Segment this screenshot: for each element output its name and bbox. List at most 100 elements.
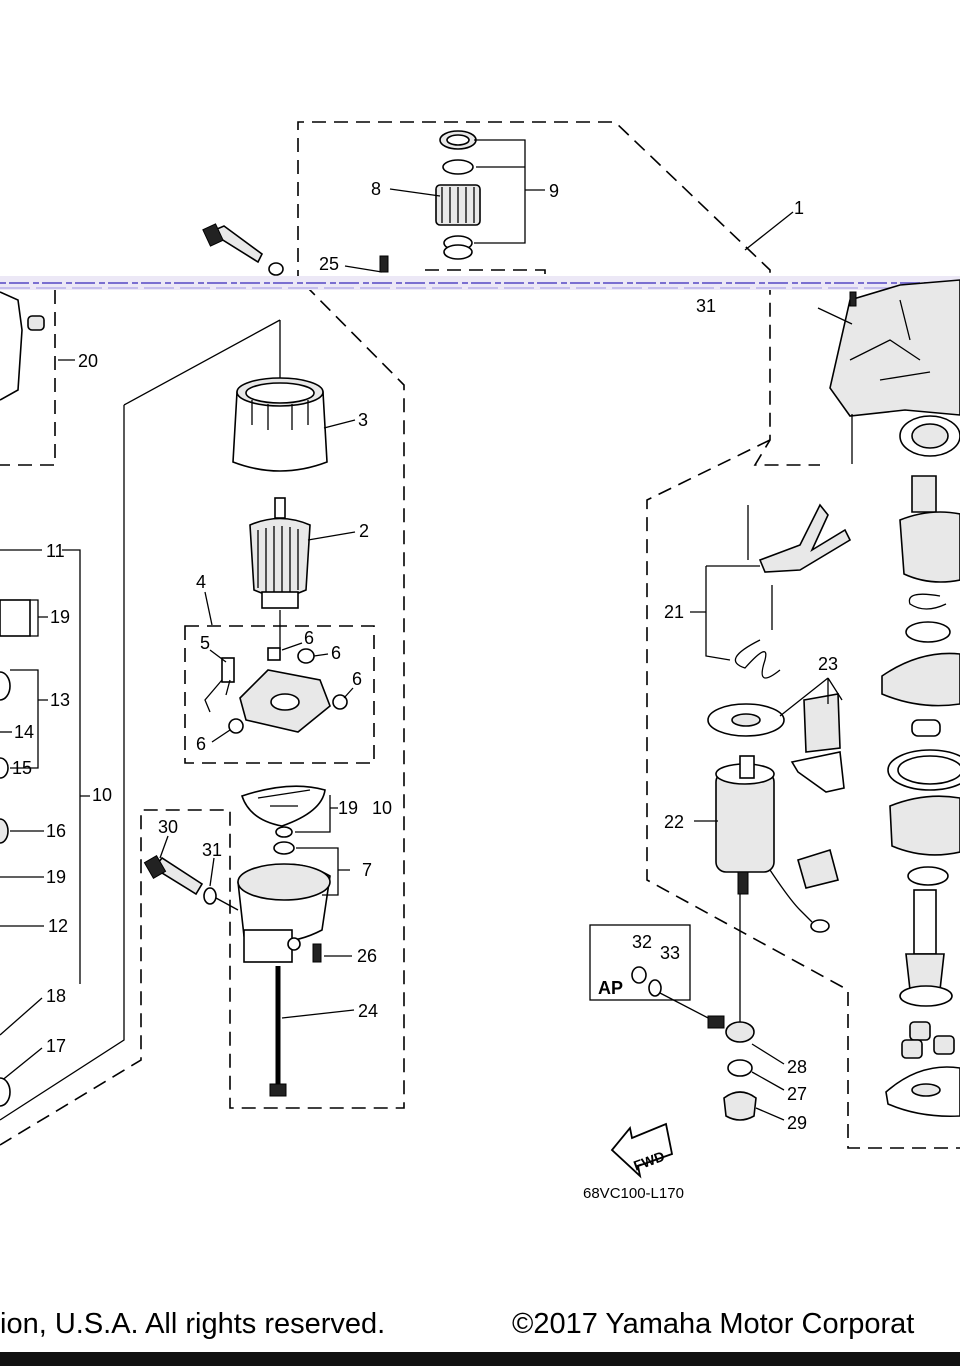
yoke-slots bbox=[251, 400, 309, 430]
ap-box bbox=[589, 924, 691, 1001]
callout-19a: 19 bbox=[50, 607, 70, 627]
shift-lever bbox=[758, 503, 852, 573]
callout-3: 3 bbox=[358, 410, 368, 430]
end-cover-mount-hole bbox=[287, 937, 301, 951]
callout-9-bracket bbox=[474, 139, 545, 244]
solenoid-lead-ring bbox=[810, 919, 830, 933]
left-part-19 bbox=[0, 599, 31, 637]
terminal-nut-28 bbox=[725, 1021, 755, 1043]
pinion-stop-ring-inner bbox=[446, 134, 470, 146]
callout-3-leader bbox=[323, 419, 356, 429]
callout-7-bracket bbox=[296, 847, 350, 896]
diagram-code: 68VC100-L170 bbox=[583, 1185, 684, 1202]
shaft-plate bbox=[899, 985, 953, 1007]
callout-10: 10 bbox=[92, 785, 112, 805]
callout-23-bracket bbox=[779, 677, 843, 717]
fwd-arrow-icon bbox=[610, 1122, 674, 1179]
brush-terminal bbox=[204, 679, 231, 713]
callout-27-leader bbox=[751, 1071, 785, 1091]
through-bolt-top bbox=[208, 225, 264, 264]
callout-22: 22 bbox=[664, 812, 684, 832]
drive-housing bbox=[829, 279, 960, 417]
washer-right bbox=[907, 866, 949, 886]
callout-5: 5 bbox=[200, 633, 210, 653]
callout-28: 28 bbox=[787, 1057, 807, 1077]
terminal-bolt bbox=[707, 1015, 725, 1029]
planet-gear-b bbox=[901, 1039, 923, 1059]
washer-top bbox=[268, 262, 284, 276]
clutch-assembly bbox=[899, 511, 960, 583]
through-bolt-head bbox=[202, 223, 224, 247]
callout-6a-leader bbox=[281, 642, 303, 651]
washer-33 bbox=[648, 979, 662, 997]
callout-32: 32 bbox=[632, 932, 652, 952]
cap-29 bbox=[723, 1091, 757, 1121]
solenoid-terminal bbox=[737, 871, 749, 895]
pinion-clip bbox=[442, 159, 474, 175]
callout-26: 26 bbox=[357, 946, 377, 966]
brush-spring-6d bbox=[228, 718, 244, 734]
left-bracket-rail bbox=[0, 549, 90, 984]
armature-shaft-top bbox=[274, 497, 286, 519]
callout-24-leader bbox=[281, 1009, 355, 1019]
left-housing-20 bbox=[0, 291, 23, 401]
callout-17: 17 bbox=[46, 1036, 66, 1056]
brush-spring-6a bbox=[267, 647, 281, 661]
callout-21: 21 bbox=[664, 602, 684, 622]
callout-33: 33 bbox=[660, 943, 680, 963]
callout-30-leader bbox=[159, 835, 169, 859]
callout-27: 27 bbox=[787, 1084, 807, 1104]
callout-4: 4 bbox=[196, 572, 206, 592]
callout-2-leader bbox=[307, 531, 356, 541]
planet-gear-c bbox=[933, 1035, 955, 1055]
internal-gear bbox=[889, 795, 960, 856]
armature-core bbox=[249, 517, 311, 597]
callout-6a: 6 bbox=[304, 628, 314, 648]
callout-16: 16 bbox=[46, 821, 66, 841]
callout-1-leader bbox=[744, 211, 794, 251]
washer-27 bbox=[727, 1059, 753, 1077]
drive-shaft bbox=[913, 889, 937, 955]
solenoid-body bbox=[715, 771, 775, 873]
callout-8: 8 bbox=[371, 179, 381, 199]
planet-carrier bbox=[881, 652, 960, 707]
callout-18: 18 bbox=[46, 986, 66, 1006]
callout-8-leader bbox=[389, 188, 441, 197]
callout-18-leader bbox=[0, 997, 43, 1036]
drive-shaft-gear bbox=[905, 953, 945, 991]
yoke-top-inner bbox=[245, 382, 315, 404]
insulator-plate-holes bbox=[257, 789, 311, 807]
insulator-o-ring bbox=[275, 826, 293, 838]
left-part-13 bbox=[0, 671, 11, 701]
callout-19-10-bracket bbox=[295, 795, 338, 833]
end-cover-rim bbox=[237, 863, 331, 901]
drive-housing-screw bbox=[849, 291, 857, 307]
ring-gear-inner bbox=[897, 755, 960, 785]
callout-7: 7 bbox=[362, 860, 372, 880]
seal-kit-23 bbox=[803, 693, 841, 753]
group-outline-pinion bbox=[297, 121, 820, 466]
gear-plate-hole bbox=[911, 1083, 941, 1097]
left-cap-20 bbox=[27, 315, 45, 331]
callout-19b: 19 bbox=[46, 867, 66, 887]
end-cover-mount bbox=[243, 929, 293, 963]
callout-1: 1 bbox=[794, 198, 804, 218]
callout-28-leader bbox=[751, 1043, 785, 1065]
callout-12: 12 bbox=[48, 916, 68, 936]
brush-spring-6b bbox=[297, 648, 315, 664]
callout-6b-leader bbox=[313, 653, 329, 657]
left-part-15 bbox=[0, 757, 9, 779]
callout-10-pair: 10 bbox=[372, 798, 392, 818]
callout-11: 11 bbox=[46, 541, 65, 561]
snap-ring bbox=[908, 593, 947, 610]
nut-32 bbox=[631, 966, 647, 984]
drive-housing-detail bbox=[849, 299, 931, 381]
callout-6b: 6 bbox=[331, 643, 341, 663]
callout-30: 30 bbox=[158, 817, 178, 837]
footer-copyright-text: ©2017 Yamaha Motor Corporat bbox=[512, 1308, 915, 1340]
plunger-cap bbox=[797, 848, 839, 889]
thrust-washer bbox=[905, 621, 951, 643]
callout-29-leader bbox=[755, 1107, 785, 1121]
solenoid-plunger bbox=[739, 755, 755, 779]
callout-2: 2 bbox=[359, 521, 369, 541]
